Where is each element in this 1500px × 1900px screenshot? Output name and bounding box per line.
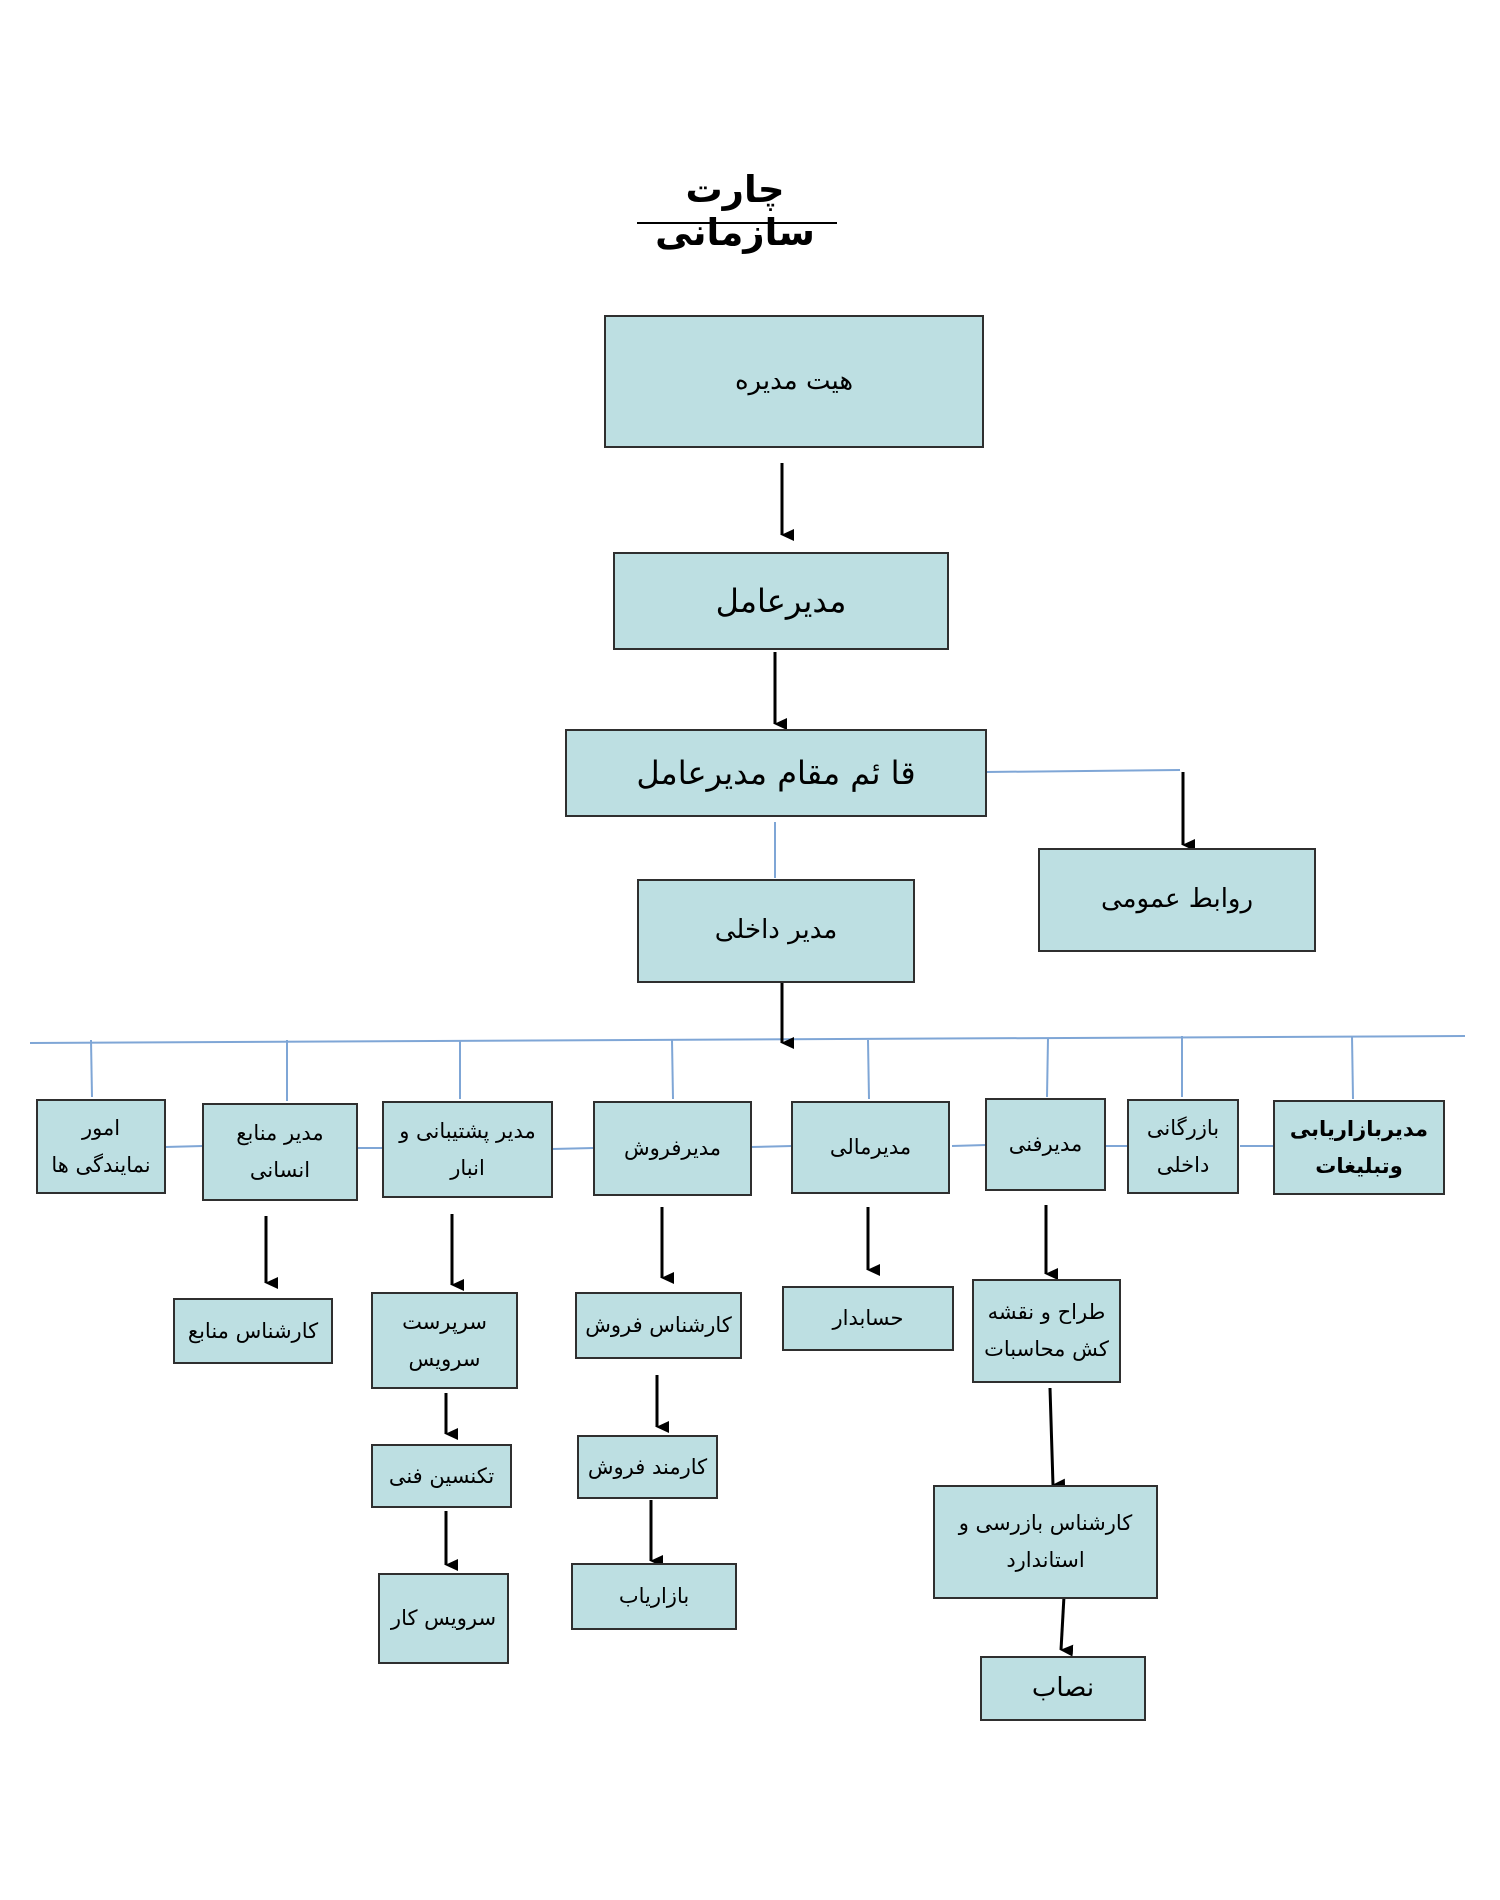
node-designer: طراح و نقشه کش محاسبات <box>972 1279 1121 1383</box>
node-ceo: مدیرعامل <box>613 552 949 650</box>
node-internal-commerce: بازرگانی داخلی <box>1127 1099 1239 1194</box>
node-technical-manager: مدیرفنی <box>985 1098 1106 1191</box>
node-agencies: امور نمایندگی ها <box>36 1099 166 1194</box>
node-board: هیت مدیره <box>604 315 984 448</box>
blue-connectors <box>29 769 1466 1150</box>
title-underline <box>637 222 837 224</box>
node-deputy-ceo: قا ئم مقام مدیرعامل <box>565 729 987 817</box>
hierarchy-arrows <box>264 463 1195 1657</box>
node-accountant: حسابدار <box>782 1286 954 1351</box>
node-sales-manager: مدیرفروش <box>593 1101 752 1196</box>
node-marketing-manager: مدیربازاریابی وتبلیغات <box>1273 1100 1445 1195</box>
node-marketer: بازاریاب <box>571 1563 737 1630</box>
node-finance-manager: مدیرمالی <box>791 1101 950 1194</box>
node-hr-manager: مدیر منابع انسانی <box>202 1103 358 1201</box>
node-service-worker: سرویس کار <box>378 1573 509 1664</box>
node-installer: نصاب <box>980 1656 1146 1721</box>
node-service-supervisor: سرپرست سرویس <box>371 1292 518 1389</box>
chart-title: چارت سازمانی <box>655 168 815 254</box>
node-hr-expert: کارشناس منابع <box>173 1298 333 1364</box>
node-technician: تکنسین فنی <box>371 1444 512 1508</box>
node-sales-clerk: کارمند فروش <box>577 1435 718 1499</box>
node-inspection-expert: کارشناس بازرسی و استاندارد <box>933 1485 1158 1599</box>
node-internal-manager: مدیر داخلی <box>637 879 915 983</box>
node-public-relations: روابط عمومی <box>1038 848 1316 952</box>
node-logistics-manager: مدیر پشتیبانی و انبار <box>382 1101 553 1198</box>
node-sales-expert: کارشناس فروش <box>575 1292 742 1359</box>
